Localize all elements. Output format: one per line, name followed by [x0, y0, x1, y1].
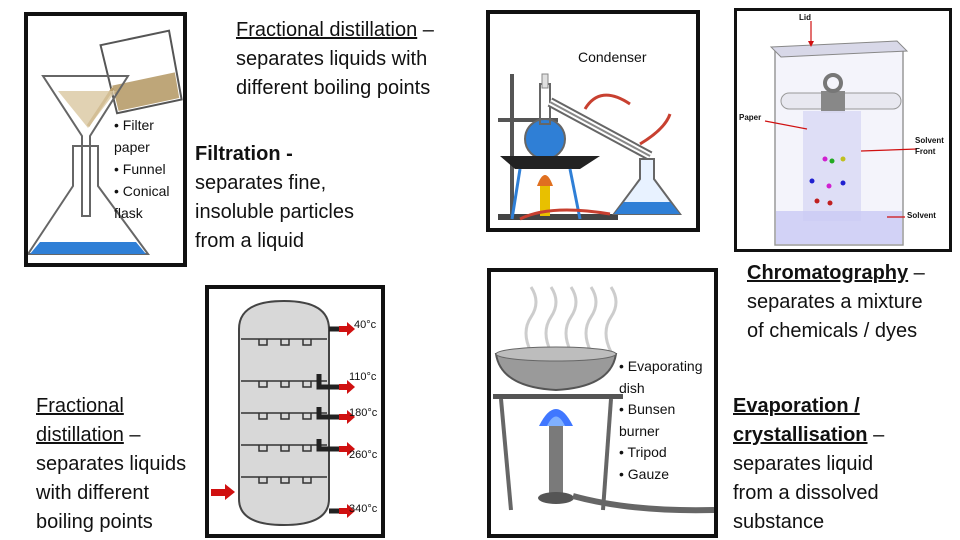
evaporation-illustration	[493, 286, 714, 514]
distillation-apparatus-panel: Condenser	[486, 10, 700, 232]
column-temp-label: 260°c	[349, 449, 378, 461]
evaporation-item: • Tripod	[619, 444, 667, 460]
chromatography-label-paper: Paper	[739, 113, 762, 122]
evaporation-desc: separates liquid	[733, 453, 874, 475]
chromatography-title: Chromatography	[747, 262, 909, 284]
evaporation-item: • Evaporating	[619, 358, 703, 374]
evaporation-dash: –	[867, 424, 885, 446]
column-temp-label: 340°c	[349, 503, 378, 515]
bunsen-burner-icon	[549, 426, 563, 496]
filtration-item: flask	[114, 205, 143, 221]
filtration-item: paper	[114, 139, 150, 155]
chromatography-illustration	[764, 21, 918, 246]
filtration-panel: • Filter paper • Funnel • Conical flask	[24, 12, 187, 267]
fractional-top-desc: different boiling points	[236, 77, 431, 99]
evaporation-title: crystallisation	[733, 424, 868, 446]
evaporation-caption: Evaporation / crystallisation – separate…	[733, 392, 943, 537]
gauze-icon	[493, 394, 623, 399]
filtration-item: • Filter	[114, 117, 154, 133]
chromatography-caption: Chromatography – separates a mixture of …	[747, 259, 957, 346]
evaporation-items-list: • Evaporating dish • Bunsen burner • Tri…	[619, 356, 714, 485]
evaporation-item: burner	[619, 422, 660, 439]
filtration-desc: insoluble particles	[195, 201, 354, 223]
fractional-top-desc: separates liquids with	[236, 48, 428, 70]
fractional-bottom-title: Fractional	[36, 395, 124, 417]
fractional-bottom-desc: boiling points	[36, 511, 153, 533]
chromatography-label-solvent-front: Solvent Front	[915, 135, 944, 157]
column-temp-label: 180°c	[349, 407, 378, 419]
filtration-desc: separates fine,	[195, 172, 327, 194]
condenser-icon	[547, 93, 672, 161]
evaporation-panel: • Evaporating dish • Bunsen burner • Tri…	[487, 268, 718, 538]
evaporation-desc: from a dissolved	[733, 482, 879, 504]
fractionating-column-panel: 40°c 110°c 180°c 260°c 340°c	[205, 285, 385, 538]
solvent-front-line: Front	[915, 147, 936, 156]
solvent-front-line: Solvent	[915, 136, 944, 145]
chromatography-label-solvent: Solvent	[907, 211, 936, 220]
evaporating-dish-icon	[494, 353, 618, 392]
fractional-bottom-title: distillation	[36, 424, 124, 446]
fractional-bottom-caption: Fractional distillation – separates liqu…	[36, 392, 206, 537]
condenser-label: Condenser	[578, 49, 647, 65]
evaporation-desc: substance	[733, 511, 825, 533]
evaporation-title: Evaporation /	[733, 395, 860, 417]
evaporation-item: • Gauze	[619, 465, 670, 482]
filtration-item: • Funnel	[114, 161, 166, 177]
filtration-caption: Filtration - separates fine, insoluble p…	[195, 140, 405, 256]
filtration-item: • Conical	[114, 183, 170, 199]
chromatography-label-lid: Lid	[799, 13, 811, 22]
evaporation-item: dish	[619, 379, 645, 396]
chromatography-dash: –	[908, 262, 925, 284]
filtration-desc: from a liquid	[195, 230, 304, 252]
distillation-apparatus-illustration	[498, 73, 682, 221]
fractional-top-caption: Fractional distillation – separates liqu…	[236, 16, 496, 103]
evaporation-item: • Bunsen	[619, 401, 676, 417]
paper-clip-icon	[821, 91, 845, 113]
chromatography-desc: separates a mixture	[747, 291, 923, 313]
column-temp-label: 110°c	[349, 371, 377, 383]
column-temp-label: 40°c	[354, 319, 377, 331]
tripod-icon	[499, 398, 613, 511]
filtration-items-list: • Filter paper • Funnel • Conical flask	[114, 114, 183, 224]
fractionating-column-illustration	[211, 299, 355, 527]
fractional-top-dash: –	[417, 19, 434, 41]
filtration-illustration	[28, 29, 183, 255]
fractional-bottom-dash: –	[123, 424, 141, 446]
chromatography-panel: Lid Paper Solvent Front Solvent	[734, 8, 952, 252]
chromatography-desc: of chemicals / dyes	[747, 320, 918, 342]
filtration-title: Filtration -	[195, 143, 293, 165]
fractional-bottom-desc: separates liquids	[36, 453, 187, 475]
fractional-bottom-desc: with different	[36, 482, 150, 504]
fractional-top-title: Fractional distillation	[236, 19, 418, 41]
